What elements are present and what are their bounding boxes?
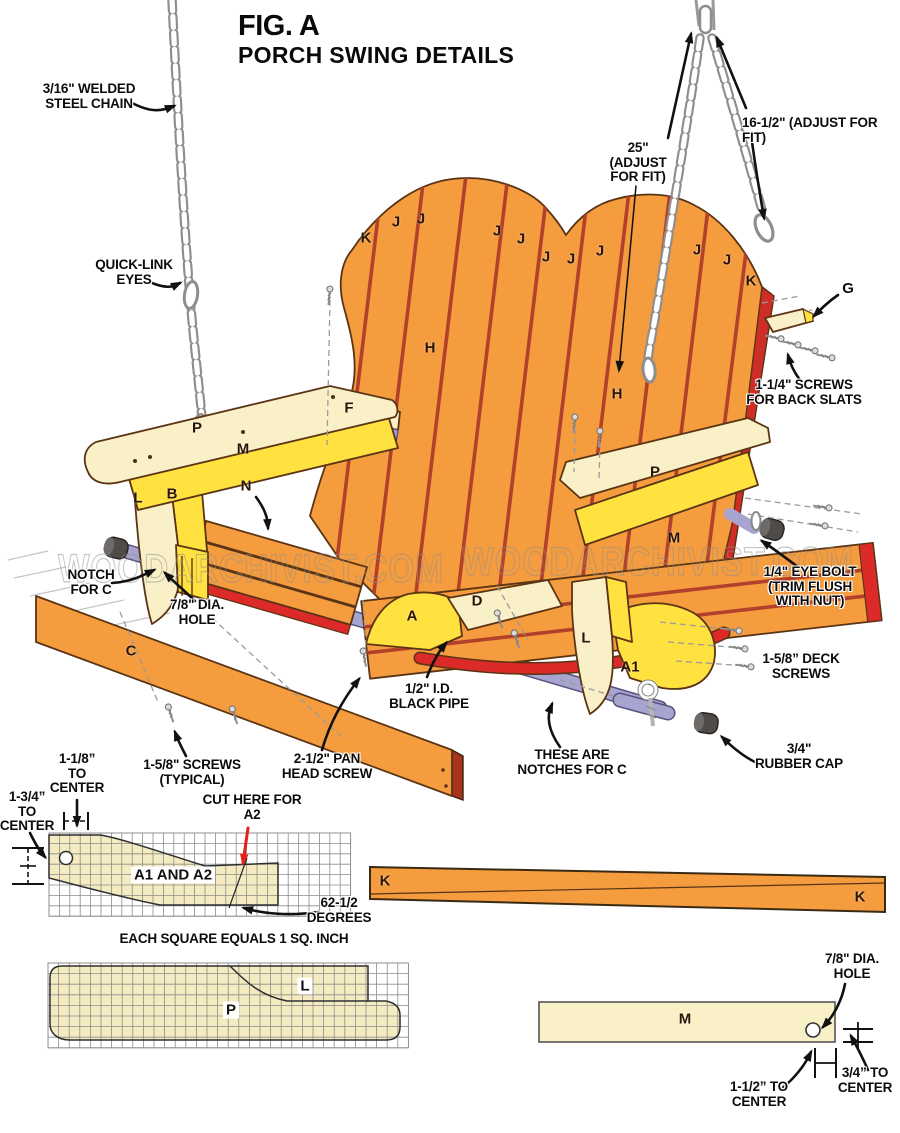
quick-link-eye-center (641, 356, 657, 384)
piece-g (764, 307, 814, 333)
left-armrest-top-p (83, 385, 399, 485)
callout-eye-bolt: 1/4" EYE BOLT (TRIM FLUSH WITH NUT) (763, 564, 857, 609)
callout-screws-typical: 1-5/8" SCREWS (TYPICAL) (143, 757, 241, 787)
callout-quick-link: QUICK-LINK EYES (95, 257, 173, 287)
board-c (35, 595, 464, 801)
part-letter-j: J (516, 230, 526, 248)
part-letter-a: A (406, 607, 418, 625)
callout-chain-165: 16-1/2" (ADJUST FOR FIT) (742, 115, 878, 145)
seat-slats-front-left (177, 517, 368, 636)
part-letter-m: M (667, 529, 681, 547)
part-letter-h: H (424, 339, 436, 357)
pattern-label-m: M (678, 1010, 692, 1028)
quick-link-eye-left (182, 280, 200, 310)
part-letter-j: J (595, 242, 605, 260)
callout-dia-hole: 7/8" DIA. HOLE (169, 597, 225, 627)
m-board-hole (805, 1022, 821, 1038)
hanging-chains (167, 0, 775, 444)
dim-34-mark (843, 1022, 873, 1048)
l-p-split-line (229, 965, 368, 1002)
pattern-label-p: P (222, 1001, 240, 1019)
part-letter-h: H (611, 385, 623, 403)
part-letter-b: B (166, 485, 178, 503)
callout-arrows (28, 31, 870, 1092)
figure-label: FIG. A (238, 10, 320, 42)
figure-title: PORCH SWING DETAILS (238, 42, 515, 68)
pattern-label-a1-a2: A1 AND A2 (130, 866, 216, 884)
dim-134-mark (12, 847, 44, 885)
support-d (447, 579, 563, 631)
center-leg-and-a1 (571, 576, 720, 736)
part-letter-c: C (125, 642, 137, 660)
part-letter-a1: A1 (620, 658, 640, 676)
watermark-right: WOODARCHIVIST.COM (462, 540, 854, 584)
left-armrest (83, 385, 399, 511)
part-letter-j: J (492, 222, 502, 240)
watermark-left: WOODARCHIVIST.COM (58, 547, 444, 591)
part-letter-m: M (236, 440, 250, 458)
right-armrest-side-m (574, 451, 759, 546)
part-letter-j: J (391, 213, 401, 231)
callout-center-112: 1-1/2” TO CENTER (730, 1079, 788, 1109)
washer (750, 511, 762, 531)
part-letter-l: L (133, 489, 143, 507)
board-m-detail (538, 1001, 873, 1078)
callout-black-pipe: 1/2" I.D. BLACK PIPE (389, 681, 469, 711)
pipe-stub-right (724, 508, 760, 534)
part-letter-n: N (240, 477, 252, 495)
bracket-a1 (611, 602, 716, 690)
callout-degrees: 62-1/2 DEGREES (306, 895, 372, 925)
right-armrest (559, 417, 787, 546)
callout-dia-hole-m: 7/8" DIA. HOLE (824, 951, 880, 981)
callout-back-slat-screws: 1-1/4" SCREWS FOR BACK SLATS (746, 377, 862, 407)
center-leg-l (571, 576, 614, 715)
callout-notches-for-c: THESE ARE NOTCHES FOR C (517, 747, 627, 777)
part-letter-j: J (541, 248, 551, 266)
right-armrest-top-p (559, 417, 771, 499)
seat-supports (365, 579, 563, 651)
part-letter-f: F (344, 399, 354, 417)
dim-112-mark (814, 1048, 837, 1078)
part-letter-j: J (566, 250, 576, 268)
part-letter-p: P (191, 419, 203, 437)
part-letter-l: L (581, 629, 591, 647)
pattern-label-l: L (297, 977, 313, 995)
pattern-label-k: K (379, 872, 391, 890)
part-letter-d: D (471, 592, 483, 610)
part-letter-k: K (360, 229, 372, 247)
part-letter-p: P (649, 463, 661, 481)
callout-rubber-cap: 3/4" RUBBER CAP (754, 741, 843, 771)
part-letter-j: J (722, 251, 732, 269)
pattern-label-k: K (854, 888, 866, 906)
part-letter-j: J (416, 210, 426, 228)
top-link (698, 4, 713, 35)
callout-center-34: 3/4” TO CENTER (837, 1065, 893, 1095)
part-letter-k: K (745, 272, 757, 290)
callout-notch-for-c: NOTCH FOR C (67, 567, 115, 597)
callout-pan-head: 2-1/2" PAN HEAD SCREW (281, 751, 373, 781)
board-k-cutting (369, 865, 886, 914)
callout-center-134: 1-3/4” TO CENTER (0, 789, 55, 834)
callout-square-inch: EACH SQUARE EQUALS 1 SQ. INCH (119, 931, 349, 946)
callout-cut-here: CUT HERE FOR A2 (202, 792, 302, 822)
part-letter-j: J (692, 241, 702, 259)
quick-link-eye-right (753, 213, 775, 243)
callout-g: G (842, 280, 854, 297)
cut-line (228, 857, 248, 909)
pattern-hole (58, 850, 74, 866)
callout-center-118: 1-1/8” TO CENTER (49, 751, 105, 796)
callout-chain-25: 25" (ADJUST FOR FIT) (609, 140, 667, 185)
callout-deck-screws: 1-5/8” DECK SCREWS (762, 651, 840, 681)
callout-steel-chain: 3/16" WELDED STEEL CHAIN (42, 81, 136, 111)
